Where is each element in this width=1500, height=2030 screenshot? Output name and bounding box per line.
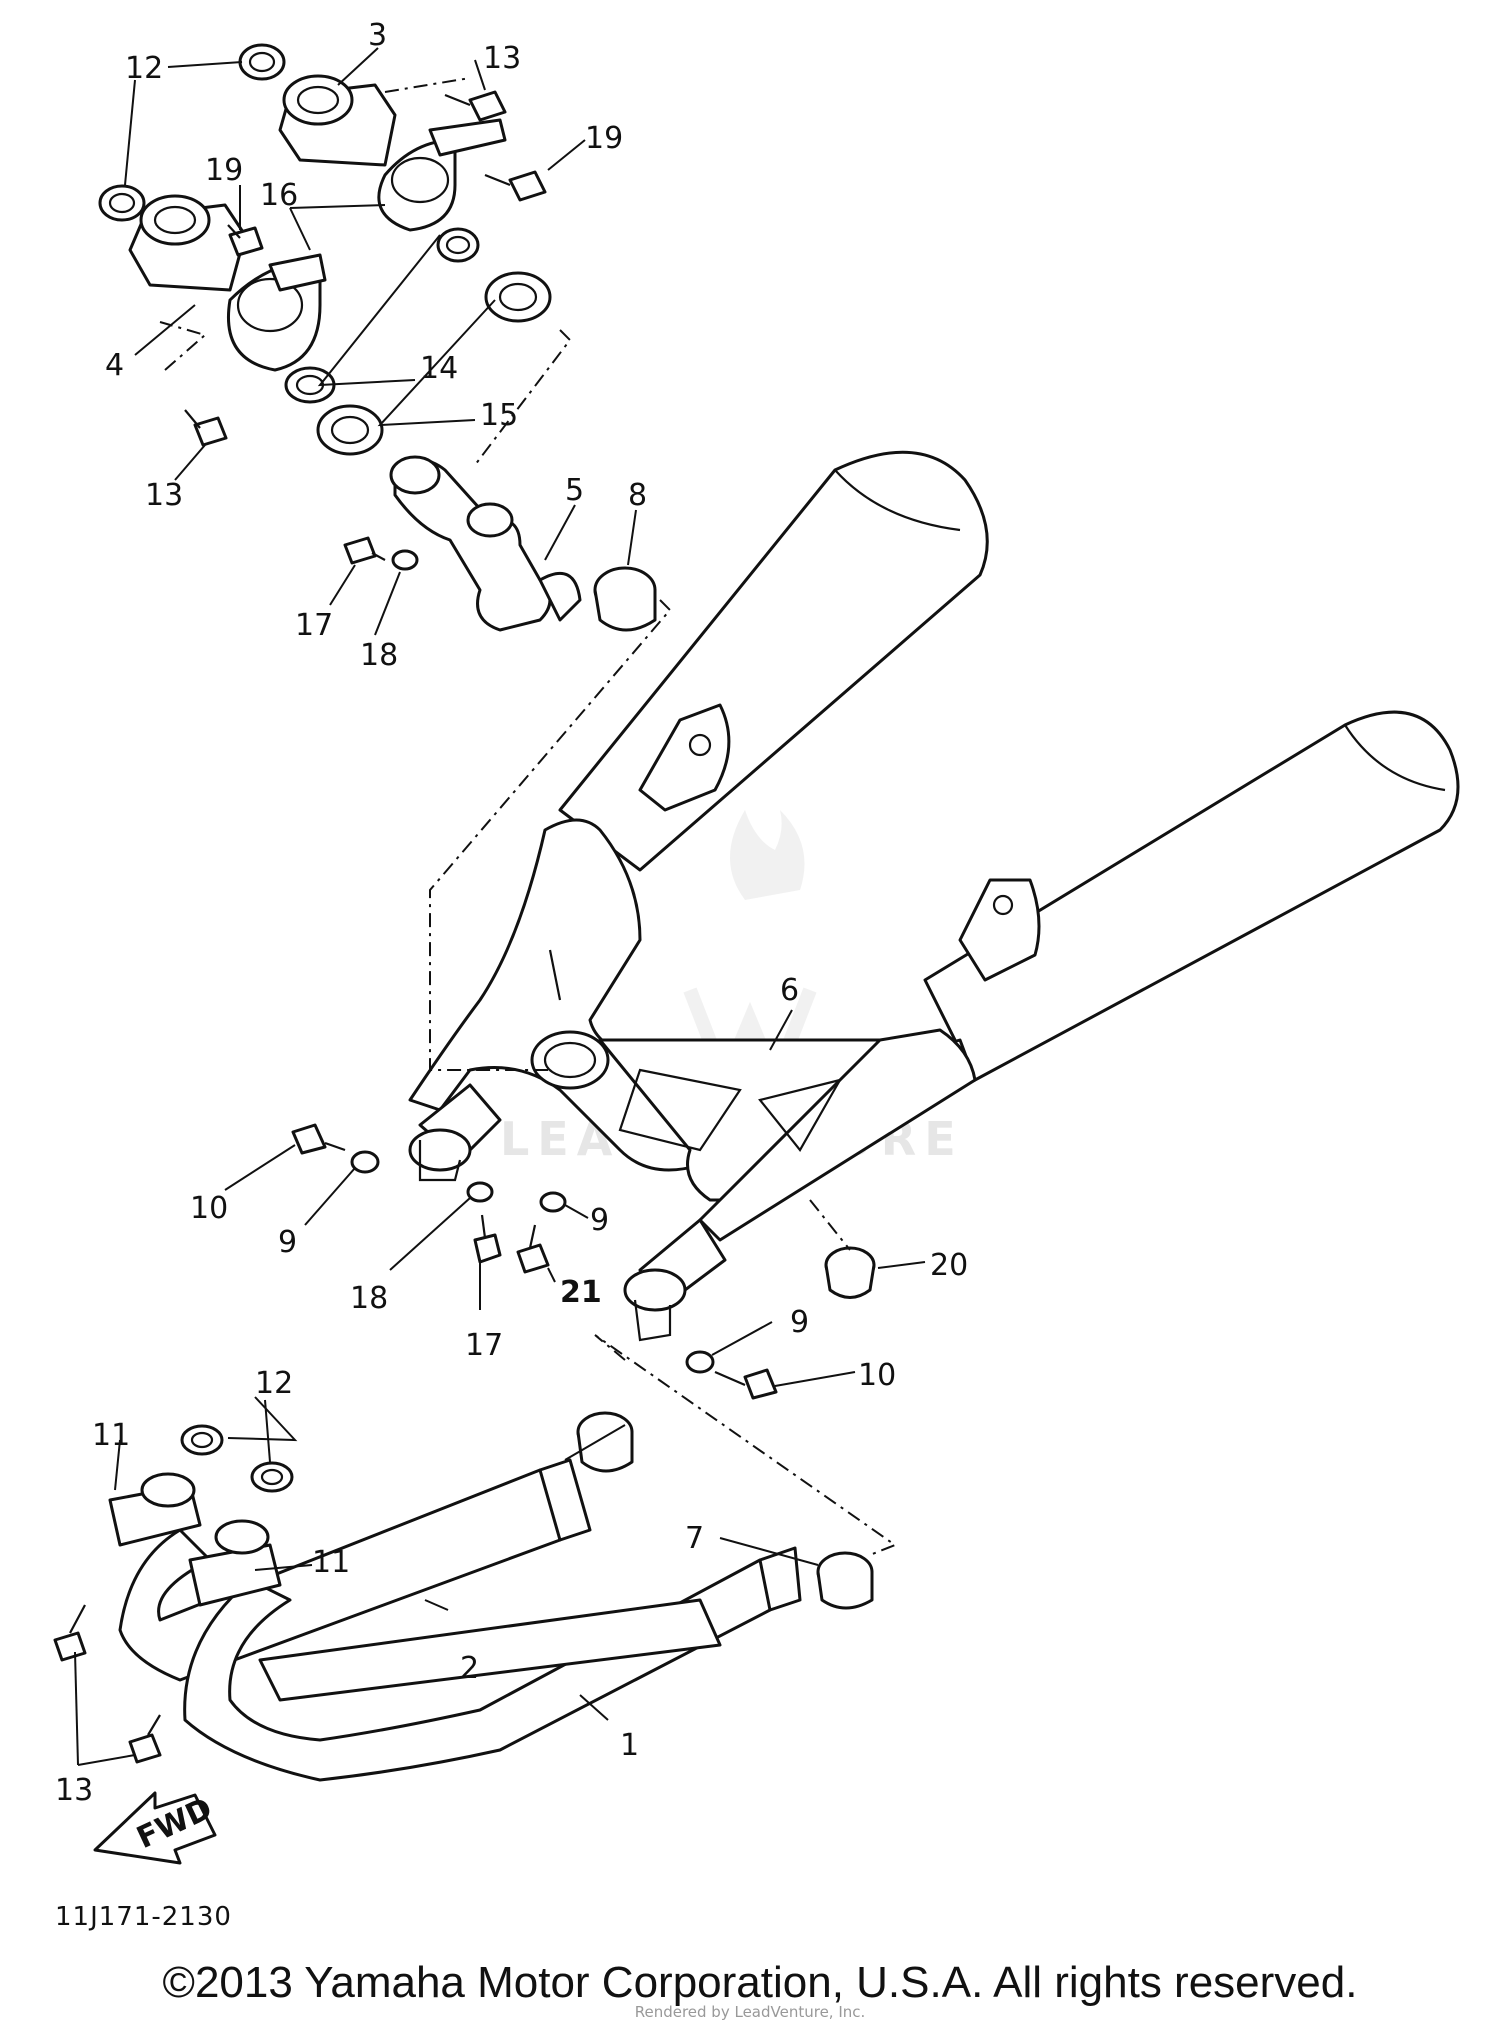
callout-labels: 12 3 13 19 19 16 4 14 15 13 5 8 17 18 6 … bbox=[55, 18, 968, 1808]
assembly-centerlines bbox=[159, 77, 898, 1556]
label-5: 5 bbox=[565, 473, 584, 508]
copyright-notice: ©2013 Yamaha Motor Corporation, U.S.A. A… bbox=[162, 1958, 1358, 2007]
label-7: 7 bbox=[685, 1521, 704, 1556]
gasket-14-upper bbox=[436, 227, 480, 263]
label-10: 10 bbox=[190, 1191, 228, 1226]
gasket-12-bottom-a bbox=[180, 1424, 224, 1456]
clamp-upper bbox=[377, 118, 507, 232]
exhaust-pipe-1 bbox=[183, 1546, 802, 1782]
damper-20 bbox=[824, 1246, 876, 1299]
gasket-15-upper bbox=[484, 271, 552, 323]
manifold-joint-4 bbox=[128, 194, 247, 292]
label-6: 6 bbox=[780, 973, 799, 1008]
label-8: 8 bbox=[628, 478, 647, 513]
mount-bracket-upper bbox=[638, 703, 731, 812]
exhaust-flange-left bbox=[108, 1472, 202, 1547]
bolt-10-left bbox=[291, 1123, 346, 1155]
bolt-17-top bbox=[343, 536, 386, 565]
label-19: 19 bbox=[585, 121, 623, 156]
label-17: 17 bbox=[295, 608, 333, 643]
gasket-14-lower bbox=[284, 366, 336, 404]
label-13: 13 bbox=[55, 1773, 93, 1808]
sleeve-7-upper bbox=[576, 1411, 634, 1473]
label-19: 19 bbox=[205, 153, 243, 188]
inlet-pipe-right bbox=[623, 1218, 727, 1342]
label-12: 12 bbox=[125, 51, 163, 86]
bolt-19-right bbox=[484, 170, 547, 202]
gasket-15-lower bbox=[316, 404, 384, 456]
manifold-joint-3 bbox=[278, 74, 397, 167]
collector-port bbox=[530, 1030, 610, 1090]
bolt-10-right bbox=[714, 1368, 778, 1400]
clamp-lower bbox=[227, 253, 327, 372]
label-12: 12 bbox=[255, 1366, 293, 1401]
label-9: 9 bbox=[278, 1225, 297, 1260]
label-9: 9 bbox=[790, 1305, 809, 1340]
exhaust-flange-right bbox=[188, 1519, 282, 1607]
label-3: 3 bbox=[368, 18, 387, 53]
rendered-by-notice: Rendered by LeadVenture, Inc. bbox=[634, 2003, 866, 2021]
washer-9-right bbox=[685, 1350, 715, 1374]
leader-lines bbox=[74, 47, 926, 1766]
collector-assembly bbox=[408, 818, 977, 1242]
label-13: 13 bbox=[483, 41, 521, 76]
washer-18-top bbox=[391, 549, 419, 571]
label-11: 11 bbox=[92, 1418, 130, 1453]
muffler-upper bbox=[558, 450, 989, 872]
label-11: 11 bbox=[312, 1545, 350, 1580]
label-16: 16 bbox=[260, 178, 298, 213]
inlet-pipe-left bbox=[408, 1083, 502, 1182]
label-1: 1 bbox=[620, 1728, 639, 1763]
label-18: 18 bbox=[350, 1281, 388, 1316]
diagram-reference-number: 11J171-2130 bbox=[55, 1902, 232, 1932]
bolt-13-left bbox=[184, 409, 228, 447]
washer-18-mid bbox=[466, 1181, 494, 1203]
sleeve-8 bbox=[593, 566, 657, 632]
label-17: 17 bbox=[465, 1328, 503, 1363]
sleeve-7-lower bbox=[816, 1551, 874, 1610]
label-13: 13 bbox=[145, 478, 183, 513]
washer-9-mid bbox=[539, 1191, 567, 1213]
washer-9-left bbox=[350, 1150, 380, 1174]
gasket-12-left bbox=[98, 184, 146, 222]
label-4: 4 bbox=[105, 348, 124, 383]
bolt-21 bbox=[516, 1224, 550, 1274]
joint-pipe-5 bbox=[389, 455, 582, 632]
label-15: 15 bbox=[480, 398, 518, 433]
muffler-lower bbox=[923, 710, 1460, 1082]
bolt-17-mid bbox=[473, 1214, 502, 1264]
label-10: 10 bbox=[858, 1358, 896, 1393]
label-9: 9 bbox=[590, 1203, 609, 1238]
label-2: 2 bbox=[460, 1651, 479, 1686]
mount-bracket-lower bbox=[958, 878, 1041, 982]
bolt-13-bottom-a bbox=[53, 1604, 87, 1662]
label-20: 20 bbox=[930, 1248, 968, 1283]
bolt-19-left bbox=[227, 224, 264, 257]
gasket-12-bottom-b bbox=[250, 1461, 294, 1493]
label-21: 21 bbox=[560, 1275, 602, 1310]
bolt-13-top bbox=[444, 90, 507, 122]
label-14: 14 bbox=[420, 351, 458, 386]
label-18: 18 bbox=[360, 638, 398, 673]
fwd-arrow-icon: FWD bbox=[93, 1791, 218, 1865]
gasket-12-top bbox=[238, 43, 286, 81]
